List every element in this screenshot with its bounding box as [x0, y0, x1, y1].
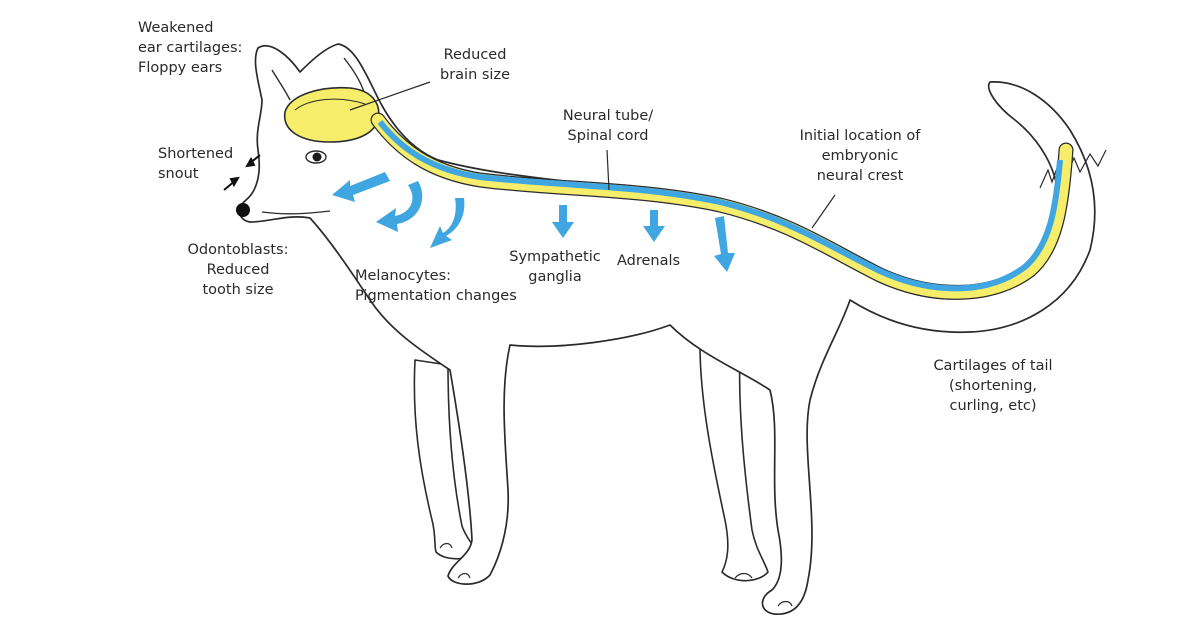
eye [305, 150, 327, 164]
nose [236, 203, 250, 217]
migration-arrows [332, 172, 735, 272]
label-neural-tube: Neural tube/ Spinal cord [562, 108, 654, 144]
label-tail-cartilages: Cartilages of tail (shortening, curling,… [933, 358, 1053, 414]
label-shortened-snout: Shortened snout [158, 146, 234, 182]
ear-details [271, 57, 365, 101]
label-neural-crest: Initial location of embryonic neural cre… [799, 128, 921, 184]
mouth-line [261, 210, 331, 215]
label-adrenals: Adrenals [617, 253, 681, 269]
label-melanocytes: Melanocytes: Pigmentation changes [355, 268, 517, 304]
snout-arrows [223, 154, 261, 191]
label-sympathetic-ganglia: Sympathetic ganglia [509, 249, 601, 285]
paw-details [439, 542, 793, 607]
far-legs [413, 344, 769, 582]
spinal-cord-blue [377, 120, 1063, 292]
label-ear-cartilages: Weakened ear cartilages: Floppy ears [138, 20, 243, 76]
label-brain-size: Reduced brain size [440, 47, 510, 83]
label-odontoblasts: Odontoblasts: Reduced tooth size [187, 242, 289, 298]
leader-lines [349, 81, 836, 229]
